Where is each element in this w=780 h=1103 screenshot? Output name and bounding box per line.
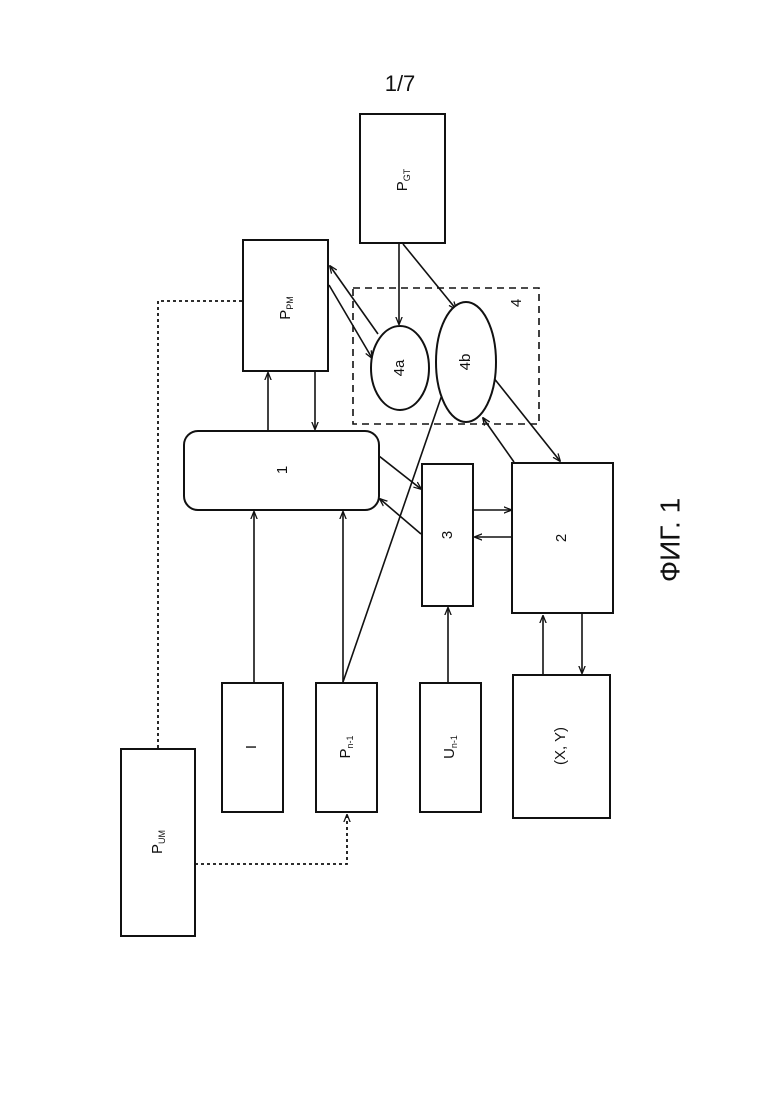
figure-caption: ФИГ. 1 (654, 498, 685, 582)
group-4-label: 4 (508, 299, 525, 307)
page-number: 1/7 (385, 71, 416, 96)
block-pgt-label: P (394, 181, 411, 191)
block-2: 2 (512, 463, 613, 613)
block-1-label: 1 (274, 466, 291, 474)
block-pum-subscript: UM (157, 830, 167, 844)
wire-pgt-to-4b (403, 244, 456, 309)
block-pum: PUM (121, 749, 195, 936)
dotted-wire-pum-to-ppm (158, 301, 243, 748)
block-pn1-subscript: n-1 (345, 735, 355, 748)
block-pn1: Pn-1 (316, 683, 377, 812)
block-i: I (222, 683, 283, 812)
block-un1-subscript: n-1 (449, 735, 459, 748)
block-xy-label: (X, Y) (552, 727, 569, 765)
block-un1: Un-1 (420, 683, 481, 812)
block-un1-label: U (441, 748, 458, 759)
wire-4b-to-2 (493, 377, 560, 461)
block-i-label: I (243, 745, 260, 749)
block-ppm-subscript: PM (285, 296, 295, 310)
block-1: 1 (184, 431, 379, 510)
block-4a: 4a (371, 326, 429, 410)
block-3: 3 (422, 464, 473, 606)
block-4b: 4b (436, 302, 496, 422)
block-pum-label: P (149, 844, 166, 854)
block-3-label: 3 (439, 531, 456, 539)
block-pgt: PGT (360, 114, 445, 243)
block-xy: (X, Y) (513, 675, 610, 818)
block-ppm-label: P (277, 310, 294, 320)
block-4a-label: 4a (391, 359, 408, 376)
dotted-wire-pum-to-pn1 (195, 815, 347, 864)
block-pn1-label: P (337, 749, 354, 759)
block-4b-label: 4b (457, 354, 474, 371)
block-pgt-subscript: GT (402, 168, 412, 181)
block-ppm: PPM (243, 240, 328, 371)
block-2-label: 2 (553, 534, 570, 542)
